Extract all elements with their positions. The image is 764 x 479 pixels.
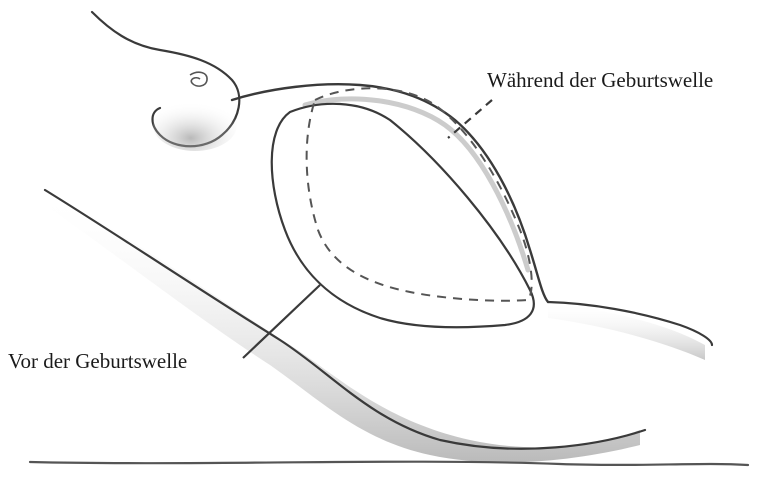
label-before-contraction: Vor der Geburtswelle bbox=[8, 351, 187, 372]
body-shading bbox=[45, 190, 640, 462]
belly-top-contour bbox=[232, 84, 548, 302]
ground-line bbox=[30, 462, 748, 465]
breast-shading bbox=[153, 99, 237, 151]
belly-shadow-line bbox=[305, 99, 528, 270]
label-during-contraction: Während der Geburtswelle bbox=[487, 70, 713, 91]
nipple-mark bbox=[190, 72, 207, 86]
